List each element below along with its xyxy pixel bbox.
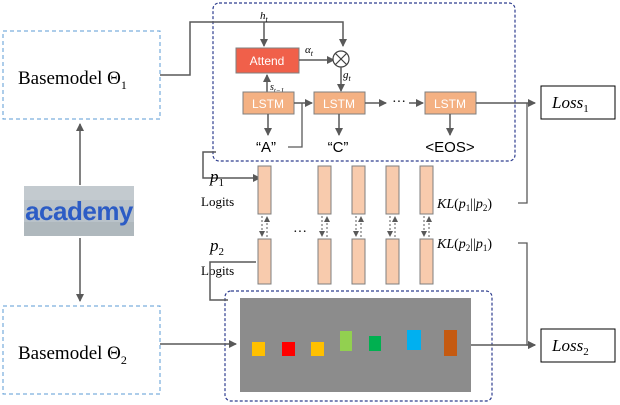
logit-p2-column <box>351 238 366 285</box>
lstm-1-label: LSTM <box>252 97 284 111</box>
basemodel-1: Basemodel Θ1 <box>2 30 161 120</box>
output-token-3: <EOS> <box>425 139 474 156</box>
p2-label: p2 <box>209 236 224 258</box>
arrow-kl2-to-loss2 <box>518 242 536 349</box>
output-token-1: “A” <box>256 139 276 156</box>
input-image: academy <box>24 186 134 236</box>
svg-text:Basemodel Θ1: Basemodel Θ1 <box>18 68 127 92</box>
lstm-2-label: LSTM <box>323 97 355 111</box>
alpha-label: αt <box>305 44 314 58</box>
logit-p2-column <box>385 238 400 285</box>
feature-blocks <box>252 330 457 356</box>
svg-text:Basemodel Θ2: Basemodel Θ2 <box>18 343 127 367</box>
lstm-cell-2: LSTM <box>313 91 366 115</box>
arrow-kl1-to-loss1 <box>518 103 528 204</box>
s-label: st−1 <box>270 82 284 95</box>
basemodel-2: Basemodel Θ2 <box>2 305 161 395</box>
feature-box <box>224 290 493 402</box>
logit-p1-column <box>257 165 272 215</box>
attend-label: Attend <box>250 54 285 68</box>
multiply-node <box>332 50 350 68</box>
basemodel-1-sub: 1 <box>121 78 127 92</box>
feature-panel <box>240 298 471 392</box>
lstm-ellipsis: ··· <box>392 95 406 110</box>
logit-p1-column <box>351 165 366 215</box>
feature-block <box>444 330 457 356</box>
logits-label-1: Logits <box>201 194 234 209</box>
lstm-cell-3: LSTM <box>424 91 477 115</box>
basemodel-2-label: Basemodel Θ <box>18 343 121 364</box>
p1-label: p1 <box>209 167 224 189</box>
svg-text:Loss1: Loss1 <box>551 93 589 115</box>
lstm-cell-1: LSTM <box>242 91 295 115</box>
logit-p1-column <box>317 165 332 215</box>
arrow-output-feedback <box>288 103 303 148</box>
loss-1-label: Loss <box>551 93 584 112</box>
loss-1-box: Loss1 <box>540 85 616 120</box>
feature-block <box>369 336 381 351</box>
output-token-2: “C” <box>328 139 349 156</box>
basemodel-1-label: Basemodel Θ <box>18 68 121 89</box>
loss-2-box: Loss2 <box>540 328 616 363</box>
decoder-box <box>212 2 516 162</box>
g-label: gt <box>343 69 352 83</box>
logit-p1-column <box>419 165 434 215</box>
h-label: ht <box>260 10 269 24</box>
loss-2-label: Loss <box>551 336 584 355</box>
kl-p2-p1: KL(p2||p1) <box>436 237 492 253</box>
logits-ellipsis: ··· <box>293 225 307 240</box>
attend-box: Attend <box>235 47 300 74</box>
input-image-text: academy <box>25 196 134 226</box>
logits-label-2: Logits <box>201 263 234 278</box>
arrow-features-to-logits-2 <box>209 261 256 301</box>
loss-2-sub: 2 <box>583 346 589 358</box>
kl-p1-p2: KL(p1||p2) <box>436 197 492 213</box>
lstm-3-label: LSTM <box>434 97 466 111</box>
logit-columns <box>257 165 434 285</box>
feature-block <box>252 342 265 356</box>
loss-1-sub: 1 <box>583 103 589 115</box>
logit-p2-column <box>317 238 332 285</box>
logit-p1-column <box>385 165 400 215</box>
logit-p2-column <box>419 238 434 285</box>
basemodel-2-sub: 2 <box>121 353 127 367</box>
feature-block <box>340 331 352 351</box>
feature-block <box>407 330 421 350</box>
feature-block <box>282 342 295 356</box>
feature-block <box>311 342 324 356</box>
logit-p2-column <box>257 238 272 285</box>
arrow-decoder-to-logits-1 <box>202 151 261 182</box>
arrow-basemodel1-to-decoder <box>160 21 347 76</box>
svg-text:Loss2: Loss2 <box>551 336 589 358</box>
